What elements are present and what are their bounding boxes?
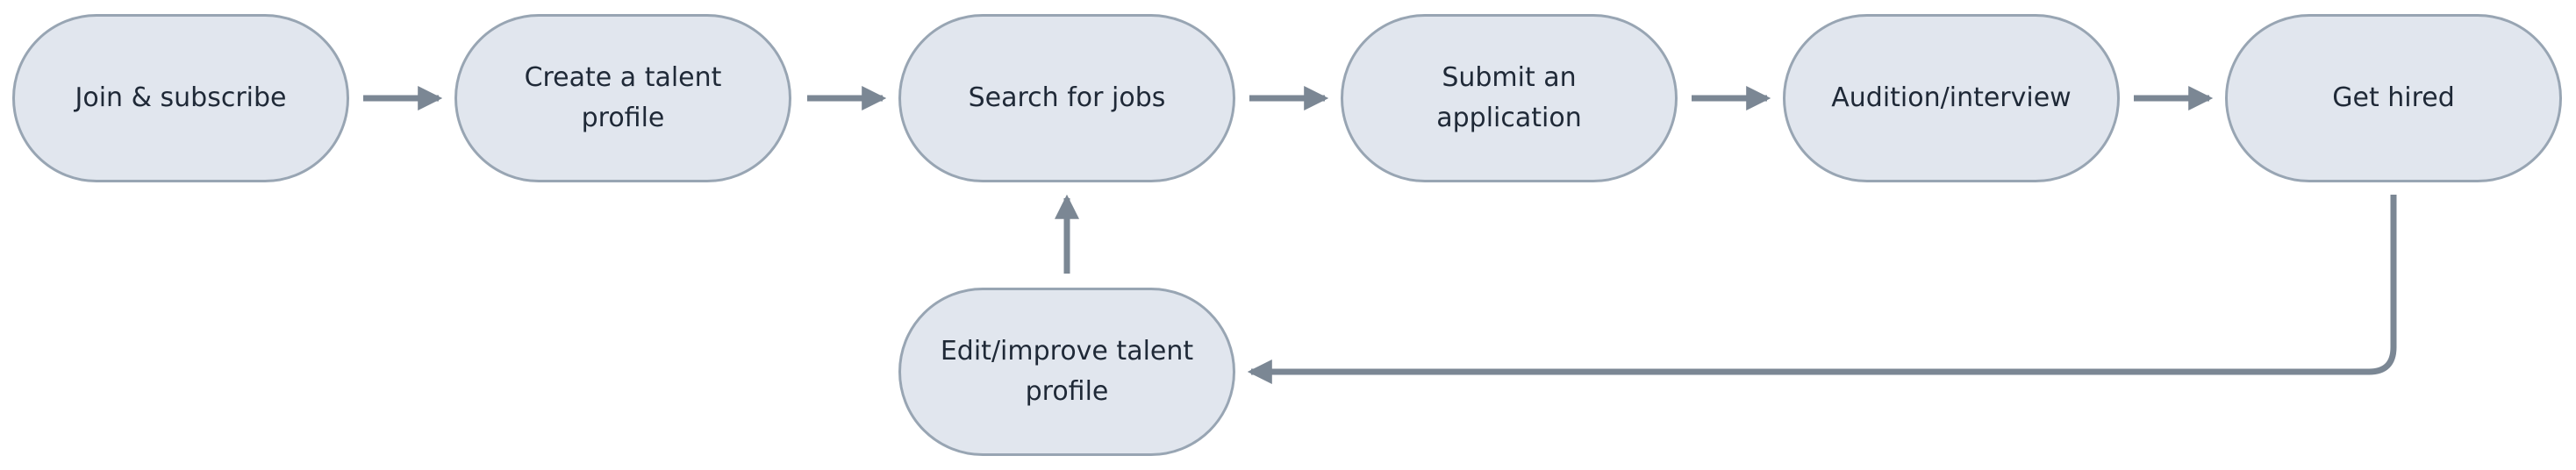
arrow-hired-to-edit bbox=[1247, 195, 2397, 384]
node-create-talent-profile: Create a talent profile bbox=[454, 14, 791, 182]
node-label: Submit an application bbox=[1436, 62, 1582, 133]
node-label: Search for jobs bbox=[968, 82, 1166, 113]
node-label: Edit/improve talent profile bbox=[940, 336, 1194, 407]
node-submit-application: Submit an application bbox=[1341, 14, 1678, 182]
node-label: Audition/interview bbox=[1831, 82, 2072, 113]
node-edit-improve-profile: Edit/improve talent profile bbox=[898, 288, 1235, 456]
node-label: Join & subscribe bbox=[75, 82, 287, 113]
node-audition-interview: Audition/interview bbox=[1783, 14, 2120, 182]
node-join-subscribe: Join & subscribe bbox=[12, 14, 349, 182]
node-label: Create a talent profile bbox=[524, 62, 722, 133]
node-label: Get hired bbox=[2332, 82, 2455, 113]
node-get-hired: Get hired bbox=[2225, 14, 2562, 182]
node-search-for-jobs: Search for jobs bbox=[898, 14, 1235, 182]
